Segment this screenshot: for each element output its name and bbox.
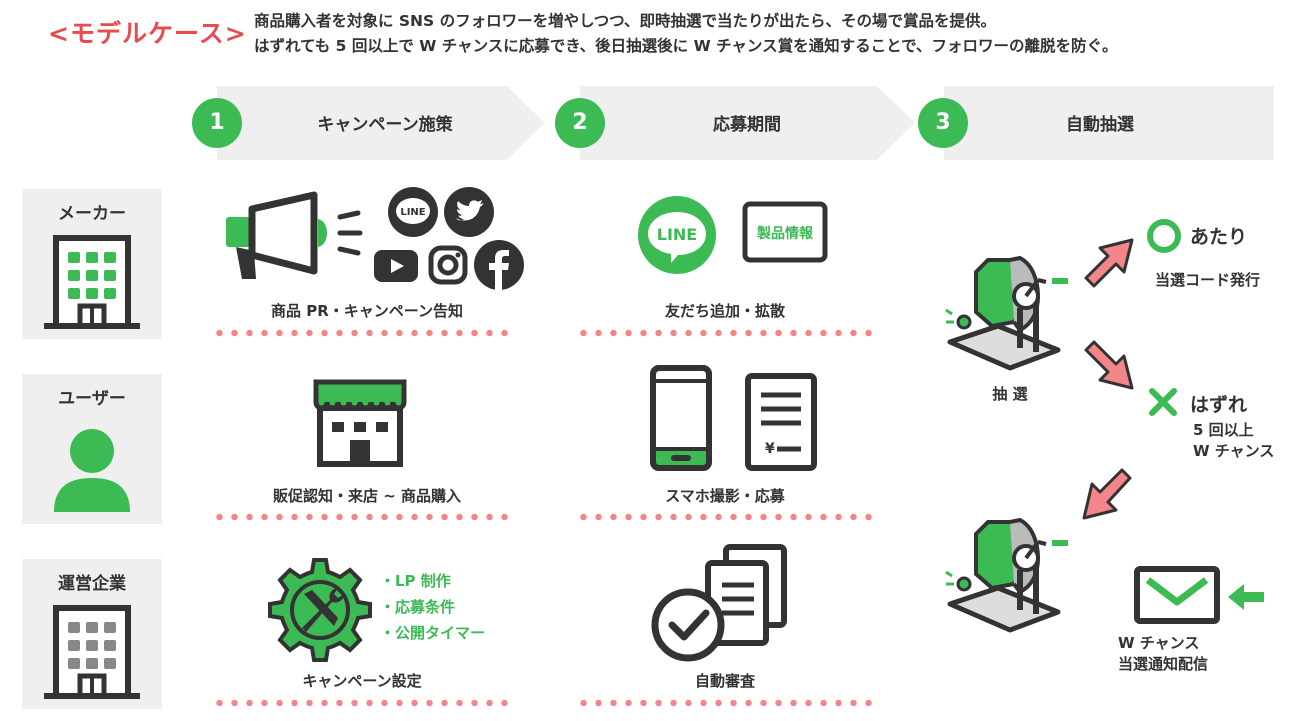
role-operator-label: 運営企業: [58, 574, 126, 594]
line-logo-icon: LINE: [638, 196, 716, 274]
maker-period-caption: 友だち追加・拡散: [664, 302, 785, 320]
receipt-icon: ¥: [745, 373, 817, 471]
arrow-down-left-icon: [1082, 468, 1132, 520]
divider-dots: [576, 329, 878, 337]
step-3-banner: [944, 86, 1274, 160]
role-user: ユーザー: [22, 374, 162, 524]
role-user-label: ユーザー: [58, 389, 126, 409]
divider-dots: [212, 699, 514, 707]
product-info-text: 製品情報: [756, 225, 814, 242]
step-2-label: 応募期間: [713, 115, 781, 135]
line-logo-text: LINE: [657, 225, 697, 244]
win-label: あたり: [1190, 226, 1248, 248]
megaphone-icon: [226, 191, 363, 279]
step-1-number: 1: [192, 98, 242, 148]
arrow-left-icon: [1228, 584, 1264, 610]
step-1-banner: [217, 86, 507, 160]
draw-label: 抽 選: [992, 385, 1028, 403]
settings-item-lp: ・LP 制作: [380, 572, 451, 590]
user-icon: [54, 429, 130, 512]
role-maker: メーカー: [22, 189, 162, 339]
intro-line-2: はずれても 5 回以上で W チャンスに応募でき、後日抽選後に W チャンス賞を…: [254, 37, 1118, 55]
lottery-machine-icon: [945, 255, 1068, 371]
role-maker-label: メーカー: [58, 204, 126, 224]
step-2-banner: [580, 86, 877, 160]
user-campaign-caption: 販促認知・来店 ~ 商品購入: [272, 487, 461, 505]
product-info-icon: 製品情報: [742, 201, 828, 263]
store-icon: [313, 379, 407, 467]
yen-icon: ¥: [765, 441, 775, 457]
win-sub-label: 当選コード発行: [1155, 271, 1261, 289]
wchance-notice-label: W チャンス 当選通知配信: [1118, 633, 1208, 675]
mail-envelope-icon: [1134, 566, 1220, 624]
intro-text: 商品購入者を対象に SNS のフォロワーを増やしつつ、即時抽選で当たりが出たら、…: [254, 9, 1118, 59]
user-period-caption: スマホ撮影・応募: [665, 487, 785, 505]
ops-period-caption: 自動審査: [694, 672, 755, 690]
facebook-icon: [474, 240, 524, 290]
intro-line-1: 商品購入者を対象に SNS のフォロワーを増やしつつ、即時抽選で当たりが出たら、…: [254, 12, 997, 30]
auto-review-icon: [651, 544, 787, 662]
twitter-icon: [444, 187, 494, 237]
smartphone-icon: [650, 365, 712, 471]
instagram-icon: [428, 245, 468, 285]
step-3-number: 3: [918, 98, 968, 148]
gear-wrench-icon: [268, 558, 372, 662]
role-operator: 運営企業: [22, 559, 162, 709]
line-app-icon: LINE: [388, 187, 438, 237]
divider-dots: [576, 699, 878, 707]
maker-campaign-caption: 商品 PR・キャンペーン告知: [270, 302, 464, 320]
model-case-title: <モデルケース>: [48, 19, 247, 48]
lose-sub-line-1: 5 回以上: [1193, 421, 1254, 439]
line-app-text: LINE: [400, 207, 425, 218]
arrow-down-right-icon: [1084, 340, 1134, 390]
step-1-label: キャンペーン施策: [317, 115, 453, 135]
building-icon: [44, 235, 140, 329]
step-3-label: 自動抽選: [1066, 115, 1134, 135]
lottery-machine-icon: [945, 517, 1068, 633]
ops-campaign-caption: キャンペーン設定: [302, 672, 422, 690]
wchance-notice-line-1: W チャンス: [1118, 634, 1200, 652]
lose-cross-icon: [1149, 388, 1177, 416]
lose-label: はずれ: [1190, 394, 1248, 416]
settings-item-timer: ・公開タイマー: [380, 624, 486, 642]
wchance-notice-line-2: 当選通知配信: [1118, 655, 1209, 673]
lose-sub-label: 5 回以上 W チャンス: [1193, 420, 1274, 462]
win-circle-icon: [1147, 219, 1181, 253]
lose-sub-line-2: W チャンス: [1193, 442, 1275, 460]
settings-list: ・LP 制作 ・応募条件 ・公開タイマー: [380, 568, 485, 646]
office-building-icon: [44, 605, 140, 699]
divider-dots: [212, 329, 514, 337]
youtube-icon: [374, 250, 418, 282]
settings-item-conditions: ・応募条件: [380, 598, 456, 616]
divider-dots: [576, 513, 878, 521]
step-2-number: 2: [555, 98, 605, 148]
divider-dots: [212, 513, 514, 521]
arrow-up-right-icon: [1084, 238, 1134, 288]
